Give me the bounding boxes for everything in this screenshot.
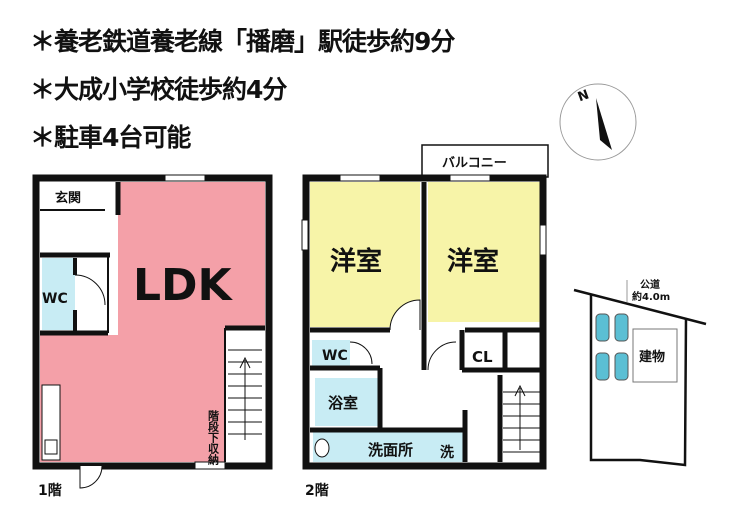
room-label-cl: CL	[472, 348, 493, 366]
car-icon	[614, 313, 629, 342]
road-line	[573, 288, 707, 326]
headline-school: ＊大成小学校徒歩約4分	[30, 75, 287, 104]
car-icon	[614, 352, 629, 381]
room-label-washer: 洗	[440, 444, 454, 461]
compass-north-label: N	[576, 87, 591, 105]
wc-1f-area	[42, 258, 75, 330]
car-icon	[595, 313, 610, 342]
room-label-genkan: 玄関	[55, 190, 81, 206]
room-label-bath: 浴室	[328, 394, 358, 412]
floor1-plan: 玄関 WC LDK 階段下収納 1階	[32, 174, 273, 499]
floor2-plan: バルコニー 洋室 洋室 WC CL 浴室 洗面所 洗 2階	[301, 144, 549, 499]
car-icon	[595, 352, 610, 381]
room-label-ldk: LDK	[133, 260, 234, 311]
building-footprint	[632, 328, 678, 383]
floor1-label: 1階	[38, 482, 62, 499]
room-label-wc-2f: WC	[322, 348, 348, 364]
car-icons	[595, 313, 629, 381]
ldk-area	[40, 182, 265, 462]
western-room-2-area	[428, 182, 540, 322]
headline-parking: ＊駐車4台可能	[30, 123, 191, 152]
room-label-balcony: バルコニー	[442, 156, 507, 171]
kitchen-counter	[41, 384, 61, 461]
room-label-storage: 階段下収納	[207, 409, 220, 466]
headline-station: ＊養老鉄道養老線「播磨」駅徒歩約9分	[30, 27, 455, 56]
floor2-label: 2階	[305, 482, 329, 499]
room-label-wc-1f: WC	[42, 291, 68, 307]
building-label: 建物	[639, 349, 665, 365]
room-label-western-1: 洋室	[330, 246, 382, 277]
road-width-label: 約4.0m	[632, 290, 670, 303]
balcony	[421, 144, 549, 178]
room-label-western-2: 洋室	[447, 246, 499, 277]
stairs-1f	[228, 349, 262, 440]
room-label-washroom: 洗面所	[368, 441, 413, 459]
site-plan: 公道 約4.0m 建物	[573, 278, 707, 467]
compass-icon: N	[559, 83, 637, 161]
western-room-1-area	[310, 182, 420, 327]
road-label: 公道	[640, 278, 660, 291]
stairs-2f	[503, 384, 540, 453]
